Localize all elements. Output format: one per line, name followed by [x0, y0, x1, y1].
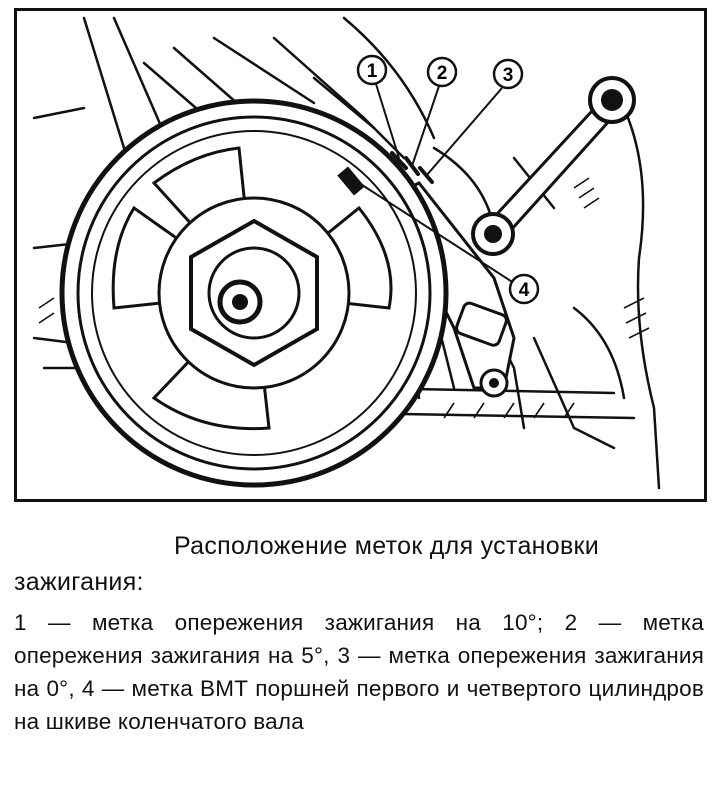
callout-2-label: 2 — [437, 63, 448, 84]
callout-2: 2 — [426, 56, 458, 88]
crankshaft-pulley — [59, 98, 449, 488]
callout-4: 4 — [508, 273, 540, 305]
callout-3: 3 — [492, 58, 524, 90]
engine-diagram: 1 2 3 4 — [14, 8, 707, 502]
wrench — [471, 76, 636, 256]
callout-1-label: 1 — [367, 61, 378, 82]
callout-4-label: 4 — [519, 280, 530, 301]
callout-leaders — [358, 83, 515, 284]
callout-1: 1 — [356, 54, 388, 86]
caption-body: 1 — метка опережения зажигания на 10°; 2… — [14, 610, 704, 734]
caption-title: Расположение меток для установки зажиган… — [14, 532, 600, 596]
callout-3-label: 3 — [503, 65, 514, 86]
